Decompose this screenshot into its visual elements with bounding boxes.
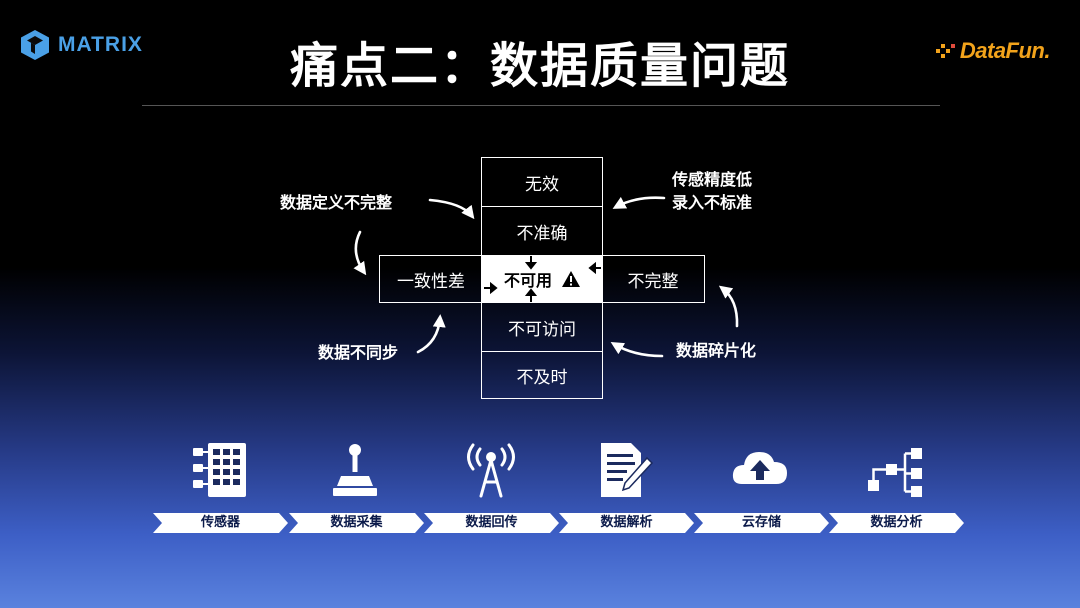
- arrow-curved: [416, 314, 446, 354]
- antenna-tower-icon: [467, 443, 515, 498]
- arrow-curved: [428, 198, 475, 220]
- pipeline-step-label: 数据采集: [330, 515, 383, 530]
- unusable-label: 不可用: [503, 271, 552, 290]
- cloud-upload-icon: [732, 452, 787, 484]
- pipeline-step-label: 数据分析: [870, 515, 923, 530]
- pipeline-step-label: 数据解析: [600, 515, 653, 530]
- cause-fragmentation: 数据碎片化: [676, 341, 757, 360]
- cause-data-unsynced: 数据不同步: [318, 343, 399, 362]
- matrix-cube-icon: [21, 30, 49, 60]
- warning-icon: [562, 271, 580, 287]
- arrow-curved: [718, 285, 739, 328]
- pipeline-step: 数据回传: [424, 513, 559, 533]
- cell-unusable: 不可用: [481, 255, 603, 303]
- pipeline-step: 数据采集: [289, 513, 424, 533]
- pipeline-step-label: 传感器: [200, 515, 240, 530]
- arrow-curved: [610, 341, 664, 358]
- datafun-logo: DataFun.: [935, 38, 1051, 64]
- cause-entry-nonstandard: 录入不标准: [672, 193, 753, 212]
- datafun-logo-text: DataFun.: [959, 38, 1051, 63]
- cell-incomplete: 不完整: [601, 255, 705, 303]
- arrow-curved: [353, 230, 367, 276]
- arrow-left-small-head: [588, 261, 596, 275]
- pipeline-step: 传感器: [153, 513, 288, 533]
- matrix-logo: MATRIX: [20, 29, 143, 61]
- arrow-right-small-head: [490, 281, 498, 295]
- pipeline-step: 数据分析: [829, 513, 964, 533]
- arrow-down-small-head: [524, 262, 538, 270]
- pipeline-step: 云存储: [694, 513, 829, 533]
- cause-sensor-precision: 传感精度低: [672, 170, 753, 189]
- title-divider: [142, 105, 940, 106]
- sensor-grid-icon: [193, 443, 246, 497]
- datafun-pixel-icon: [935, 44, 955, 58]
- pipeline-step: 数据解析: [559, 513, 694, 533]
- joystick-icon: [333, 444, 377, 496]
- cause-definition-incomplete: 数据定义不完整: [280, 193, 393, 212]
- pipeline-step-label: 数据回传: [465, 515, 518, 530]
- document-pen-icon: [601, 443, 654, 497]
- matrix-logo-text: MATRIX: [58, 33, 143, 56]
- page-title: 痛点二：数据质量问题: [289, 38, 790, 94]
- arrow-curved: [612, 196, 666, 209]
- flow-diagram-icon: [868, 448, 922, 497]
- arrow-up-small-head: [524, 288, 538, 296]
- cell-untimely: 不及时: [481, 351, 603, 399]
- pipeline-step-label: 云存储: [741, 515, 781, 530]
